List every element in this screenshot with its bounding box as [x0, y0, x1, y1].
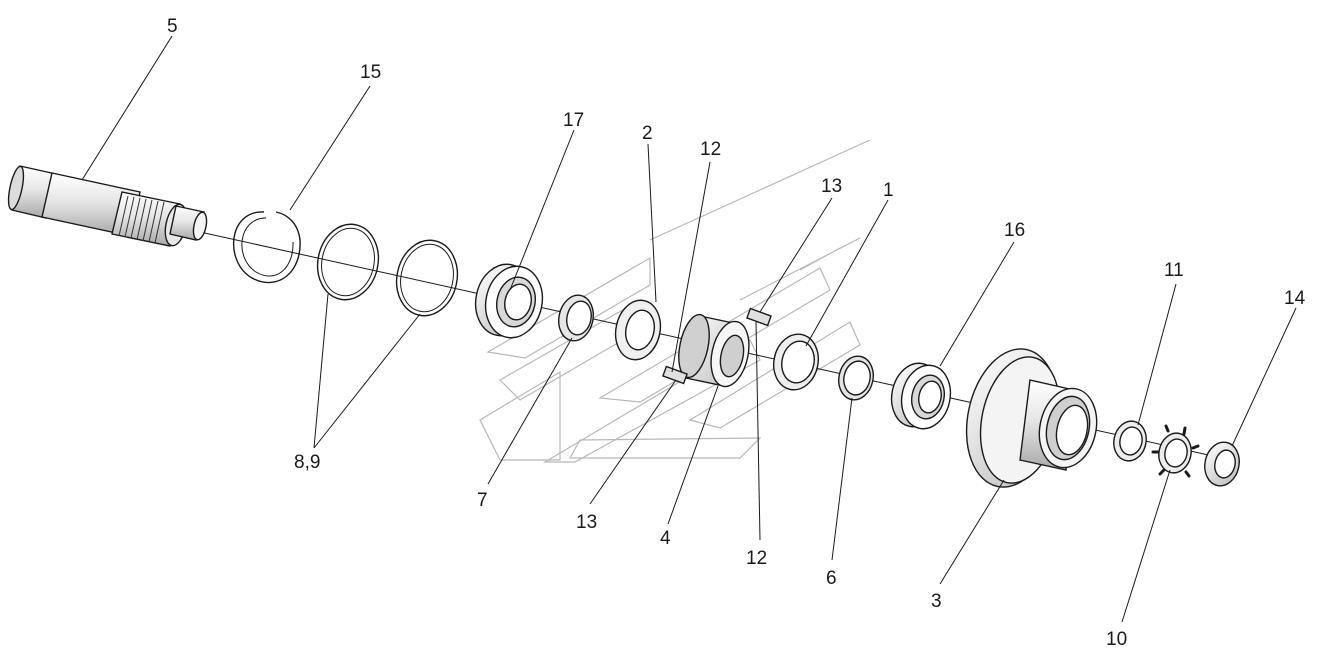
bearing-17-part: [474, 263, 544, 339]
callout-6: 6: [826, 568, 837, 589]
bearing-16-part: [890, 362, 952, 430]
ring-8-part: [316, 223, 380, 301]
nut-14-part: [1204, 441, 1240, 487]
callout-12-top: 12: [700, 139, 721, 160]
callout-2: 2: [642, 123, 653, 144]
callout-14: 14: [1284, 288, 1306, 309]
ring-6-part: [838, 355, 874, 401]
ring-1-part: [773, 333, 819, 391]
callout-13-bottom: 13: [576, 512, 597, 533]
callout-12-bottom: 12: [746, 548, 767, 569]
leader-lines: [81, 35, 1297, 623]
callout-5: 5: [167, 16, 178, 37]
washer-2-part: [614, 299, 662, 361]
callout-3: 3: [931, 591, 942, 612]
callout-13-top: 13: [821, 176, 842, 197]
washer-11-part: [1113, 420, 1147, 462]
spacer-ring-7-part: [557, 294, 595, 342]
callout-15: 15: [360, 62, 381, 83]
callout-17: 17: [563, 110, 584, 131]
snap-ring-part: [232, 211, 301, 284]
callout-7: 7: [477, 490, 488, 511]
callout-1: 1: [883, 180, 894, 201]
callout-labels: 5 15 17 2 12 13 1 16 11 14 8,9 7 13 4 12…: [167, 16, 1306, 650]
hub-4-part: [662, 307, 772, 388]
callout-10: 10: [1106, 629, 1127, 650]
callout-4: 4: [660, 528, 671, 549]
shaft-part: [7, 165, 208, 247]
flange-housing-3-part: [965, 348, 1098, 488]
ring-9-part: [395, 239, 459, 317]
callout-8-9: 8,9: [294, 452, 320, 473]
callout-16: 16: [1004, 220, 1025, 241]
callout-11: 11: [1164, 260, 1184, 281]
lock-washer-10-part: [1151, 424, 1200, 478]
